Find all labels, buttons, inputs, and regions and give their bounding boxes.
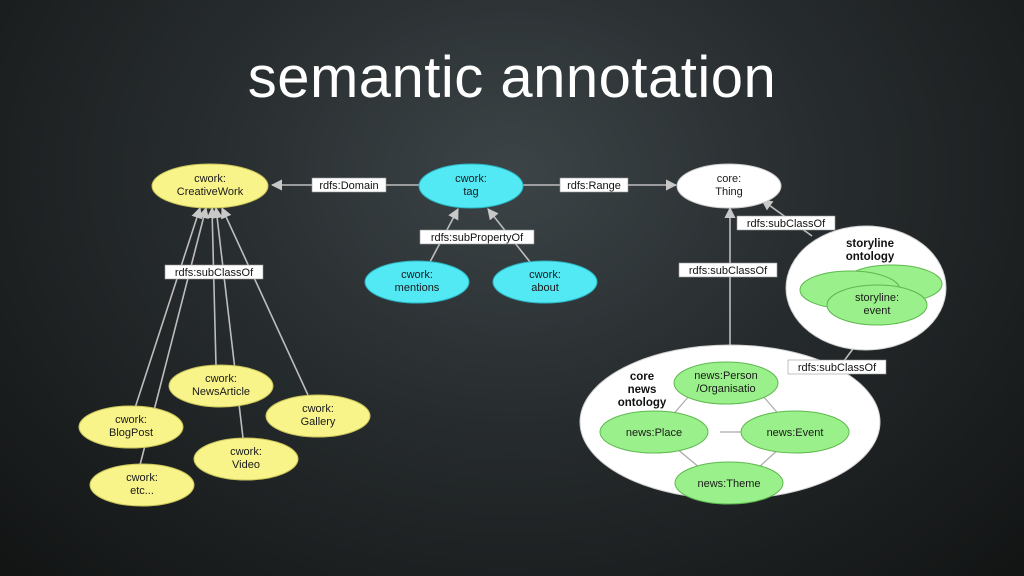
svg-text:cwork:: cwork: — [194, 173, 226, 185]
edge-blogpost-cw — [134, 206, 203, 409]
svg-text:news:Place: news:Place — [626, 427, 682, 439]
svg-text:ontology: ontology — [846, 251, 895, 263]
label-subclass-thing-core: rdfs:subClassOf — [678, 262, 778, 278]
storyline-ontology-title: storyline ontology — [846, 238, 895, 263]
svg-text:cwork:: cwork: — [126, 472, 158, 484]
node-blog-post: cwork: BlogPost — [78, 405, 184, 449]
node-thing: core: Thing — [676, 163, 782, 209]
node-etc: cwork: etc... — [89, 463, 195, 507]
svg-text:storyline:: storyline: — [855, 292, 899, 304]
svg-text:rdfs:Domain: rdfs:Domain — [319, 180, 378, 192]
svg-text:rdfs:subClassOf: rdfs:subClassOf — [175, 267, 254, 279]
node-person-organisation: news:Person /Organisatio — [673, 361, 779, 405]
svg-text:rdfs:subClassOf: rdfs:subClassOf — [689, 265, 768, 277]
svg-text:news:Person: news:Person — [694, 370, 758, 382]
svg-text:etc...: etc... — [130, 485, 154, 497]
node-tag: cwork: tag — [418, 163, 524, 209]
svg-text:CreativeWork: CreativeWork — [177, 186, 244, 198]
svg-text:cwork:: cwork: — [401, 269, 433, 281]
svg-text:Video: Video — [232, 459, 260, 471]
svg-text:cwork:: cwork: — [455, 173, 487, 185]
svg-text:event: event — [864, 305, 891, 317]
label-subclass-event: rdfs:subClassOf — [787, 359, 887, 375]
svg-text:news:Event: news:Event — [767, 427, 824, 439]
edge-gallery-cw — [221, 206, 309, 396]
node-video: cwork: Video — [193, 437, 299, 481]
label-subclass-thing-storyline: rdfs:subClassOf — [736, 215, 836, 231]
node-storyline-event: storyline: event — [826, 284, 928, 326]
node-place: news:Place — [599, 410, 709, 454]
svg-text:Gallery: Gallery — [301, 416, 336, 428]
svg-text:core:: core: — [717, 173, 741, 185]
svg-text:cwork:: cwork: — [230, 446, 262, 458]
svg-text:rdfs:subPropertyOf: rdfs:subPropertyOf — [431, 232, 524, 244]
node-news-article: cwork: NewsArticle — [168, 364, 274, 408]
svg-text:core: core — [630, 371, 654, 383]
svg-text:news: news — [628, 384, 657, 396]
svg-text:rdfs:subClassOf: rdfs:subClassOf — [747, 218, 826, 230]
svg-text:about: about — [531, 282, 559, 294]
svg-text:storyline: storyline — [846, 238, 894, 250]
label-subclass-creative: rdfs:subClassOf — [164, 264, 264, 280]
svg-text:news:Theme: news:Theme — [698, 478, 761, 490]
svg-text:mentions: mentions — [395, 282, 440, 294]
node-theme: news:Theme — [674, 461, 784, 505]
svg-text:cwork:: cwork: — [115, 414, 147, 426]
label-domain: rdfs:Domain — [311, 177, 387, 193]
node-about: cwork: about — [492, 260, 598, 304]
node-creative-work: cwork: CreativeWork — [151, 163, 269, 209]
edge-newsarticle-cw — [206, 206, 218, 367]
core-news-ontology-title: core news ontology — [618, 371, 667, 409]
label-sub-property: rdfs:subPropertyOf — [419, 229, 535, 245]
node-gallery: cwork: Gallery — [265, 394, 371, 438]
slide-title: semantic annotation — [247, 45, 777, 110]
svg-text:cwork:: cwork: — [302, 403, 334, 415]
svg-text:cwork:: cwork: — [529, 269, 561, 281]
svg-text:/Organisatio: /Organisatio — [696, 383, 755, 395]
svg-text:tag: tag — [463, 186, 478, 198]
svg-text:rdfs:subClassOf: rdfs:subClassOf — [798, 362, 877, 374]
svg-text:BlogPost: BlogPost — [109, 427, 153, 439]
svg-text:ontology: ontology — [618, 397, 667, 409]
node-mentions: cwork: mentions — [364, 260, 470, 304]
svg-text:rdfs:Range: rdfs:Range — [567, 180, 621, 192]
svg-text:NewsArticle: NewsArticle — [192, 386, 250, 398]
svg-text:cwork:: cwork: — [205, 373, 237, 385]
svg-text:Thing: Thing — [715, 186, 743, 198]
label-range: rdfs:Range — [559, 177, 629, 193]
node-event: news:Event — [740, 410, 850, 454]
